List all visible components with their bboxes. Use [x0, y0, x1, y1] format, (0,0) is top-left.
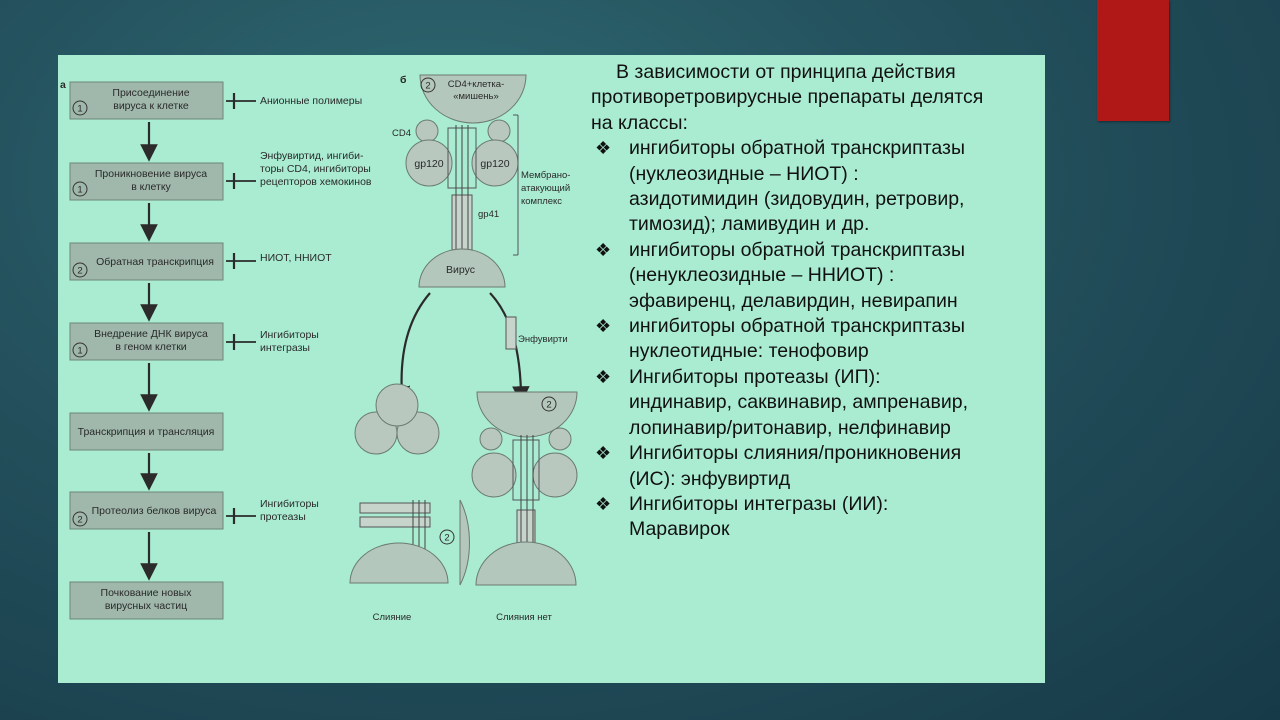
intro-line: В зависимости от принципа действия: [616, 61, 956, 83]
list-item: ❖ ингибиторы обратной транскриптазы (нен…: [591, 238, 1045, 314]
drug-label: Ингибиторы: [260, 498, 319, 510]
step-label: Обратная транскрипция: [96, 256, 214, 268]
membrane-complex-label: Мембрано-: [521, 170, 570, 181]
drug-label: торы CD4, ингибиторы: [260, 163, 371, 175]
step-label: Протеолиз белков вируса: [92, 505, 217, 517]
step-number: 2: [444, 533, 449, 544]
inhibitor-markers: [226, 93, 256, 524]
list-item-line: тимозид); ламивудин и др.: [629, 213, 870, 236]
list-item-line: ингибиторы обратной транскриптазы: [629, 315, 965, 338]
list-item-line: индинавир, саквинавир, ампренавир,: [629, 391, 969, 414]
panel-a-label: а: [60, 79, 66, 91]
fusion-label: Слияние: [373, 612, 412, 623]
step-number: 2: [425, 81, 430, 92]
slide-image: а б Присоединение вируса к клетке 1 Прон…: [58, 55, 1045, 683]
step-2: Проникновение вируса в клетку 1: [69, 162, 224, 201]
drug-label: НИОТ, ННИОТ: [260, 252, 332, 264]
list-item: ❖ ингибиторы обратной транскриптазы (нук…: [591, 136, 1045, 238]
diamond-bullet-icon: ❖: [595, 443, 612, 464]
drug-class-list: ❖ ингибиторы обратной транскриптазы (нук…: [591, 136, 1045, 543]
step-label: Транскрипция и трансляция: [78, 426, 215, 438]
diamond-bullet-icon: ❖: [595, 366, 612, 387]
list-item-line: Маравирок: [629, 518, 730, 541]
text-panel: В зависимости от принципа действия проти…: [591, 60, 1045, 543]
diamond-bullet-icon: ❖: [595, 316, 612, 337]
step-label: в клетку: [131, 181, 171, 193]
diamond-bullet-icon: ❖: [595, 493, 612, 514]
drug-label: Ингибиторы: [260, 329, 319, 341]
target-cell: 2 CD4+клетка- «мишень»: [419, 74, 527, 124]
membrane-complex-label: атакующий: [521, 183, 570, 194]
step-label: Присоединение: [112, 87, 189, 99]
accent-bar: [1097, 0, 1169, 121]
diamond-bullet-icon: ❖: [595, 138, 612, 159]
list-item: ❖ Ингибиторы интегразы (ИИ): Маравирок: [591, 492, 1045, 543]
step-number: 2: [77, 515, 82, 526]
step-6: Протеолиз белков вируса 2: [69, 491, 224, 530]
step-5: Транскрипция и трансляция: [69, 412, 224, 451]
gp41-label: gp41: [478, 209, 499, 220]
list-item-line: Ингибиторы слияния/проникновения: [629, 442, 962, 465]
step-3: Обратная транскрипция 2: [69, 242, 224, 281]
list-item-line: лопинавир/ритонавир, нелфинавир: [629, 416, 951, 439]
membrane-complex-label: комплекс: [521, 196, 562, 207]
list-item-line: (нуклеозидные – НИОТ) :: [629, 162, 859, 185]
no-fusion-outcome: 2: [471, 391, 578, 586]
step-number: 1: [77, 185, 82, 196]
list-item-line: Ингибиторы протеазы (ИП):: [629, 365, 881, 388]
cd4-label: CD4: [392, 128, 411, 139]
list-item-line: нуклеотидные: тенофовир: [629, 340, 869, 363]
step-label: вируса к клетке: [113, 100, 189, 112]
list-item-line: (ИС): энфувиртид: [629, 467, 791, 490]
gp120-left-label: gp120: [414, 158, 443, 170]
list-item: ❖ ингибиторы обратной транскриптазы нукл…: [591, 314, 1045, 365]
step-label: Проникновение вируса: [95, 168, 207, 180]
step-label: Почкование новых: [101, 587, 193, 599]
step-number: 1: [77, 346, 82, 357]
list-item: ❖ Ингибиторы протеазы (ИП): индинавир, с…: [591, 365, 1045, 441]
target-cell-label: CD4+клетка-: [448, 79, 505, 90]
step-label: вирусных частиц: [105, 600, 187, 612]
panel-b-label: б: [400, 74, 407, 86]
drug-label: протеазы: [260, 511, 306, 523]
drug-label: Энфувиртид, ингиби-: [260, 150, 364, 162]
intro-line: противоретровирусные препараты делятся: [591, 86, 984, 109]
intro-text: В зависимости от принципа действия проти…: [591, 60, 1045, 136]
drug-label: интегразы: [260, 342, 310, 354]
list-item-line: ингибиторы обратной транскриптазы: [629, 137, 965, 160]
diamond-bullet-icon: ❖: [595, 239, 612, 260]
step-number: 2: [546, 400, 551, 411]
fusion-outcome: 2: [349, 383, 470, 586]
step-number: 1: [77, 104, 82, 115]
virus-label: Вирус: [446, 264, 475, 276]
virus-top: [418, 248, 506, 288]
drug-label: рецепторов хемокинов: [260, 176, 372, 188]
fusion-complex-top: [405, 119, 519, 260]
drug-label: Анионные полимеры: [260, 95, 362, 107]
list-item-line: ингибиторы обратной транскриптазы: [629, 238, 965, 261]
gp120-right-label: gp120: [480, 158, 509, 170]
list-item-line: Ингибиторы интегразы (ИИ):: [629, 492, 889, 515]
list-item-line: азидотимидин (зидовудин, ретровир,: [629, 188, 965, 211]
step-label: в геном клетки: [115, 341, 186, 353]
step-4: Внедрение ДНК вируса в геном клетки 1: [69, 322, 224, 361]
no-fusion-label: Слияния нет: [496, 612, 552, 623]
target-cell-label: «мишень»: [453, 91, 499, 102]
step-number: 2: [77, 266, 82, 277]
list-item-line: (ненуклеозидные – ННИОТ) :: [629, 264, 895, 287]
list-item: ❖ Ингибиторы слияния/проникновения (ИС):…: [591, 441, 1045, 492]
step-label: Внедрение ДНК вируса: [94, 328, 208, 340]
enfuvirtide-label: Энфувирти: [518, 334, 568, 345]
step-1: Присоединение вируса к клетке 1: [69, 81, 224, 120]
step-7: Почкование новых вирусных частиц: [69, 581, 224, 620]
intro-line: на классы:: [591, 111, 688, 134]
list-item-line: эфавиренц, делавирдин, невирапин: [629, 289, 958, 312]
hiv-lifecycle-diagram: а б Присоединение вируса к клетке 1 Прон…: [60, 74, 578, 623]
